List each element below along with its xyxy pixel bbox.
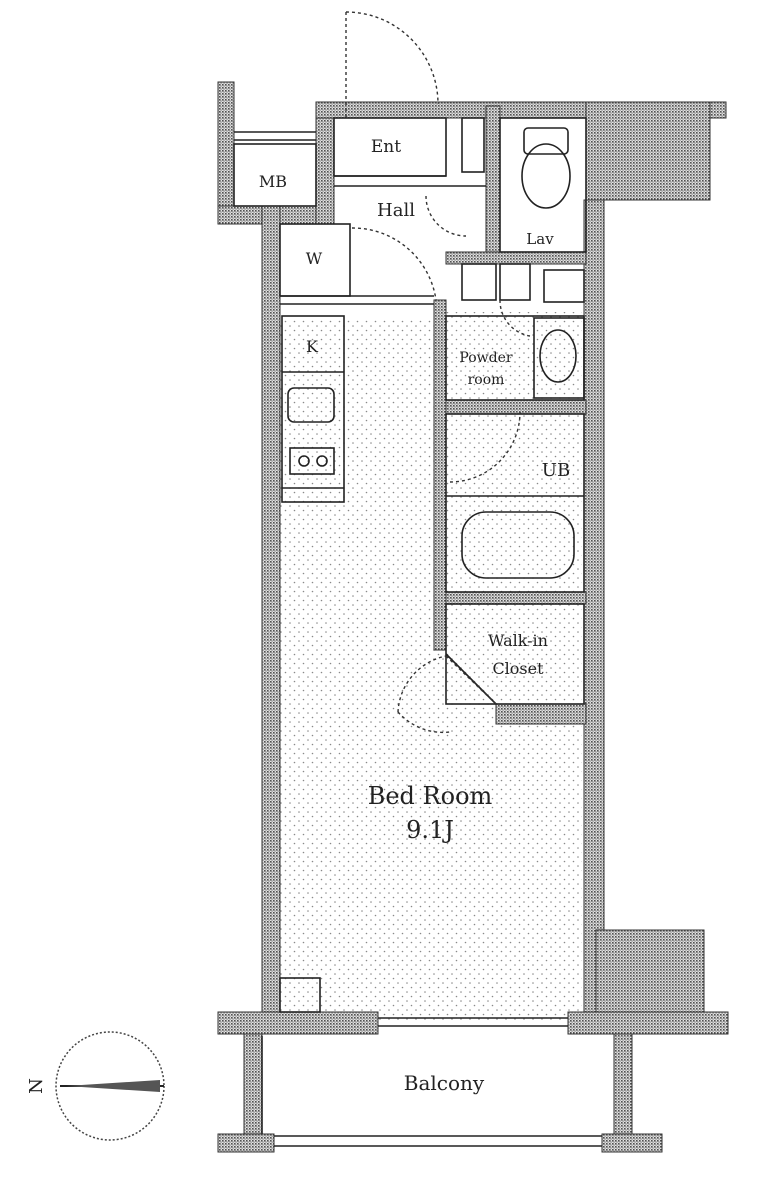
lav-label: Lav [526, 230, 554, 248]
bedroom-label-line1: Bed Room [368, 782, 493, 810]
k-label: K [306, 337, 319, 356]
door-swings [345, 11, 531, 734]
w-label: W [306, 249, 323, 268]
bedroom-floor [280, 312, 582, 1022]
balcony-label: Balcony [404, 1071, 485, 1095]
hall-label: Hall [377, 200, 415, 221]
north-compass: N [26, 1031, 165, 1141]
powder-room-label-line2: room [468, 372, 505, 388]
compass-arrow-head-icon [66, 1080, 160, 1092]
north-label: N [26, 1078, 47, 1094]
interior-lines [233, 117, 602, 1147]
ub-label: UB [542, 460, 570, 481]
mb-label: MB [259, 172, 287, 191]
bedroom-label-line2: 9.1J [406, 816, 454, 844]
walls [217, 81, 729, 1153]
room-labels: MB Ent Hall W K Lav Powder room UB Walk-… [259, 137, 570, 1095]
powder-room-label-line1: Powder [459, 350, 513, 366]
ent-label: Ent [371, 137, 401, 157]
walk-in-closet-label-line2: Closet [492, 659, 544, 678]
walk-in-closet-label-line1: Walk-in [488, 631, 548, 650]
